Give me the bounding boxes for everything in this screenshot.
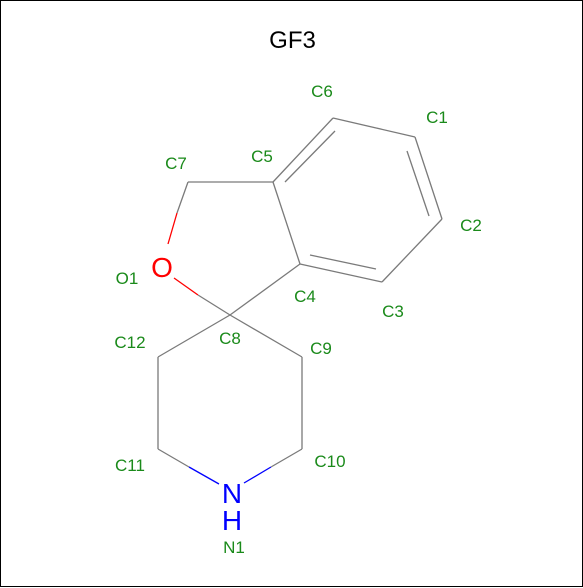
- atom-label-c1: C1: [426, 108, 448, 127]
- bond-c1-c2: [414, 136, 443, 220]
- atom-label-c9: C9: [310, 339, 332, 358]
- bond-c6-c1: [332, 117, 416, 138]
- bond-c11-n1-grey: [157, 448, 190, 468]
- bond-c3-c4-inner: [309, 254, 377, 270]
- molecule-title: GF3: [269, 27, 316, 54]
- oxygen-atom-symbol: O: [151, 252, 173, 283]
- bond-c10-n1-blue: [243, 466, 272, 484]
- atom-label-c8: C8: [219, 329, 241, 348]
- bonds: [157, 117, 443, 485]
- atom-labels: C6 C1 C2 C3 C4 C5 C7 O1 C8 C12 C9 C11 C1…: [114, 82, 481, 557]
- bond-c7-o1-red: [167, 212, 178, 245]
- atom-label-c12: C12: [114, 333, 145, 352]
- atom-label-c4: C4: [294, 287, 316, 306]
- bond-c5-c6: [272, 117, 334, 183]
- bond-c2-c3: [381, 218, 443, 283]
- bond-c8-c4: [229, 263, 301, 316]
- nitrogen-hydrogen-symbol: H: [222, 505, 242, 536]
- bond-c10-n1-grey: [270, 448, 303, 468]
- bond-o1-c8-grey: [197, 294, 231, 316]
- bond-c8-c9: [229, 314, 303, 358]
- atom-label-c5: C5: [251, 147, 273, 166]
- bond-c5-c6-inner: [284, 130, 336, 183]
- atom-label-o1: O1: [116, 269, 139, 288]
- bond-c1-c2-inner: [406, 150, 430, 217]
- bond-c3-c4: [299, 263, 383, 283]
- atom-label-c7: C7: [165, 154, 187, 173]
- atom-label-c2: C2: [460, 216, 482, 235]
- nitrogen-atom-symbol: N: [222, 478, 242, 509]
- atom-label-c10: C10: [314, 452, 345, 471]
- bond-c8-c12: [157, 314, 231, 358]
- bond-c4-c5: [272, 181, 301, 265]
- atom-label-n1: N1: [223, 538, 245, 557]
- bond-o1-c8-red: [173, 277, 199, 296]
- bond-c11-n1-blue: [188, 466, 220, 485]
- atom-label-c6: C6: [311, 82, 333, 101]
- atom-label-c11: C11: [115, 456, 145, 475]
- atom-label-c3: C3: [382, 302, 404, 321]
- bond-c7-o1-grey: [176, 181, 189, 214]
